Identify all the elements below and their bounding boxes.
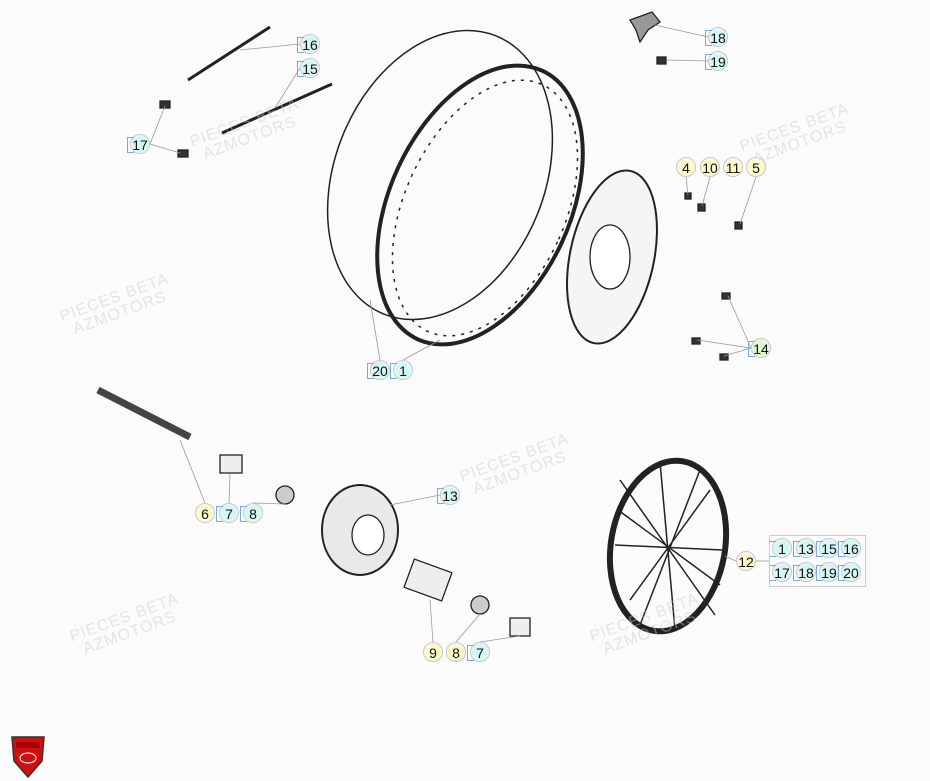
callout-14[interactable]: 14 [748,338,771,358]
callout-10[interactable]: 10 [700,157,720,177]
wheel-spokes [614,461,723,631]
tire [326,29,554,321]
callout-12[interactable]: 12 [736,551,756,571]
nipple-17b [177,149,189,158]
kit-callout-19[interactable]: 19 [816,562,839,582]
callout-9[interactable]: 9 [423,642,443,662]
callout-8[interactable]: 8 [240,503,263,523]
callout-20[interactable]: 20 [367,360,390,380]
hub-center [351,514,385,556]
disc-center [589,224,631,290]
callout-4[interactable]: 4 [676,157,696,177]
nipple-17a [159,100,171,109]
kit-callout-13[interactable]: 13 [793,538,816,558]
callout-7[interactable]: 7 [216,503,239,523]
spacer-9 [403,558,453,602]
callout-6[interactable]: 6 [195,503,215,523]
callout-19[interactable]: 19 [705,51,728,71]
callout-5[interactable]: 5 [746,157,766,177]
callout-7[interactable]: 7 [467,642,490,662]
disc-bolts [684,192,743,361]
callout-16[interactable]: 16 [297,34,320,54]
callout-11[interactable]: 11 [723,157,743,177]
callout-8[interactable]: 8 [446,642,466,662]
kit-callout-16[interactable]: 16 [838,538,861,558]
callout-17[interactable]: 17 [127,134,150,154]
kit-callout-18[interactable]: 18 [793,562,816,582]
spacer-7b [509,617,531,637]
complete-wheel-12 [606,457,730,635]
callout-15[interactable]: 15 [297,58,320,78]
rim-holes [391,79,579,337]
bearing-8a [275,485,295,505]
callout-1[interactable]: 1 [390,360,413,380]
spoke-16 [187,25,271,82]
bearing-8b [470,595,490,615]
kit-callout-17[interactable]: 17 [769,562,792,582]
nut-19 [656,56,667,65]
rim [375,63,585,347]
spoke-15 [221,82,333,135]
spacer-7a [219,454,243,474]
shield-logo-icon [11,736,45,779]
azmotors-logo [8,733,48,781]
kit-12-contents-box [769,535,866,587]
axle-6 [96,386,192,441]
callout-13[interactable]: 13 [437,485,460,505]
leader-lines [149,24,769,643]
kit-callout-20[interactable]: 20 [838,562,861,582]
kit-callout-15[interactable]: 15 [816,538,839,558]
valve-18 [629,11,661,44]
callout-18[interactable]: 18 [705,27,728,47]
